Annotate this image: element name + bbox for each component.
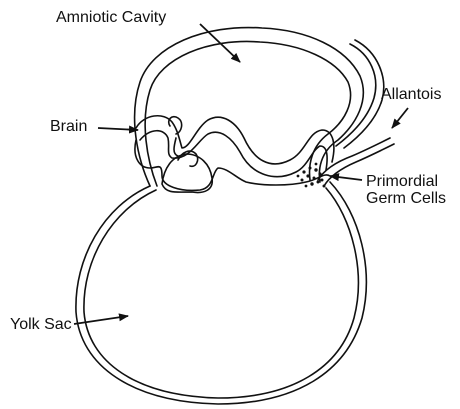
arrow-yolk-sac — [74, 316, 128, 324]
arrow-brain — [98, 128, 138, 130]
arrow-allantois — [392, 108, 408, 128]
label-yolk-sac: Yolk Sac — [10, 316, 72, 333]
label-amniotic-cavity: Amniotic Cavity — [56, 9, 166, 26]
label-brain: Brain — [50, 118, 87, 135]
label-allantois: Allantois — [381, 86, 441, 103]
label-primordial-germ-cells: Primordial Germ Cells — [366, 173, 446, 207]
foregut — [162, 154, 212, 192]
label-primordial-germ-cells-line1: Primordial — [366, 173, 446, 190]
embryo-endoderm — [135, 140, 330, 190]
brain-vesicle — [169, 117, 182, 134]
label-primordial-germ-cells-line2: Germ Cells — [366, 190, 446, 207]
yolk-sac-inner-membrane — [84, 188, 358, 398]
arrow-germ-cells — [330, 176, 362, 180]
neural-plate — [136, 116, 334, 164]
amnion-outer-membrane — [135, 28, 364, 186]
chorion-fold — [336, 44, 376, 146]
